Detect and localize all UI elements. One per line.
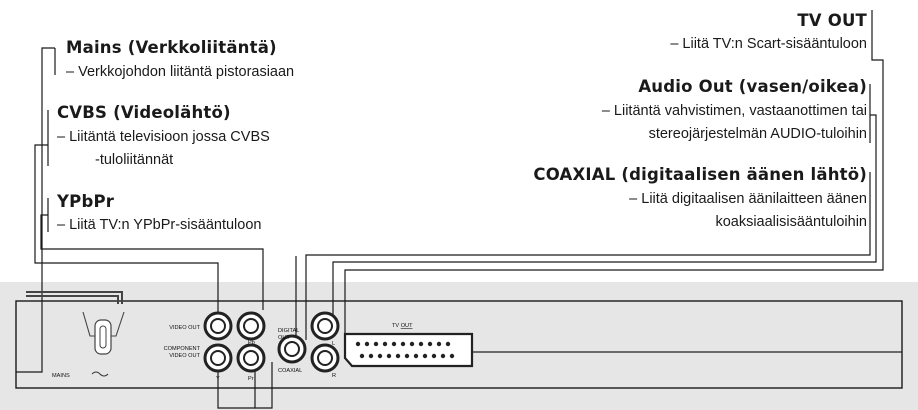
coaxial-title: COAXIAL (digitaalisen äänen lähtö) <box>533 165 867 184</box>
video-out-jack <box>203 311 233 341</box>
coaxial-leader-line <box>305 232 871 340</box>
ac-symbol-icon <box>91 371 109 377</box>
mains-title: Mains (Verkkoliitäntä) <box>66 38 277 57</box>
tv-out-leader-line <box>344 54 884 334</box>
audio-out-title: Audio Out (vasen/oikea) <box>638 77 867 96</box>
coaxial-description-line1: – Liitä digitaalisen äänilaitteen äänen <box>629 191 867 207</box>
panel-label-component-line2: VIDEO OUT <box>169 353 200 359</box>
panel-label-pb: Pb <box>248 340 255 346</box>
ypbpr-title: YPbPr <box>57 192 115 211</box>
ypbpr-description: – Liitä TV:n YPbPr-sisääntuloon <box>57 217 262 233</box>
mains-description: – Verkkojohdon liitäntä pistorasiaan <box>66 64 295 80</box>
mains-leader-line <box>16 47 55 373</box>
cvbs-description-line2: -tuloliitännät <box>95 152 174 168</box>
audio-out-description-line1: – Liitäntä vahvistimen, vastaanottimen t… <box>601 103 867 119</box>
panel-label-digital: DIGITAL <box>278 328 299 334</box>
panel-label-mains: MAINS <box>52 373 70 379</box>
panel-label-component-line1: COMPONENT <box>164 346 201 352</box>
cvbs-title: CVBS (Videolähtö) <box>57 103 231 122</box>
panel-label-l: L <box>332 341 335 347</box>
ypbpr-leader-line <box>40 214 264 302</box>
tv-out-description: – Liitä TV:n Scart-sisääntuloon <box>670 36 867 52</box>
device-rear-outline <box>15 300 903 389</box>
panel-label-digital-out: OUT <box>278 335 290 341</box>
y-jack <box>203 343 233 373</box>
audio-right-jack <box>310 343 340 373</box>
panel-label-tv-out: TV OUT <box>392 323 413 329</box>
coaxial-jack <box>277 334 307 364</box>
tv-out-title: TV OUT <box>797 11 867 30</box>
component-bracket-left <box>217 362 256 409</box>
mains-cord <box>26 291 125 355</box>
scart-connector <box>343 332 474 368</box>
audio-left-jack <box>310 311 340 341</box>
panel-label-y: Y <box>216 376 220 382</box>
cvbs-description-line1: – Liitäntä televisioon jossa CVBS <box>57 129 270 145</box>
panel-label-coaxial: COAXIAL <box>278 368 302 374</box>
cvbs-leader-line <box>34 144 219 317</box>
panel-label-r: R <box>332 373 336 379</box>
panel-label-video-out: VIDEO OUT <box>169 325 200 331</box>
pb-jack <box>236 311 266 341</box>
audio-leader-line <box>332 114 877 316</box>
audio-out-description-line2: stereojärjestelmän AUDIO-tuloihin <box>648 126 867 142</box>
coaxial-description-line2: koaksiaalisisääntuloihin <box>715 214 867 230</box>
pr-jack <box>236 343 266 373</box>
panel-label-pr: Pr <box>248 376 254 382</box>
component-bracket-right <box>255 362 273 409</box>
